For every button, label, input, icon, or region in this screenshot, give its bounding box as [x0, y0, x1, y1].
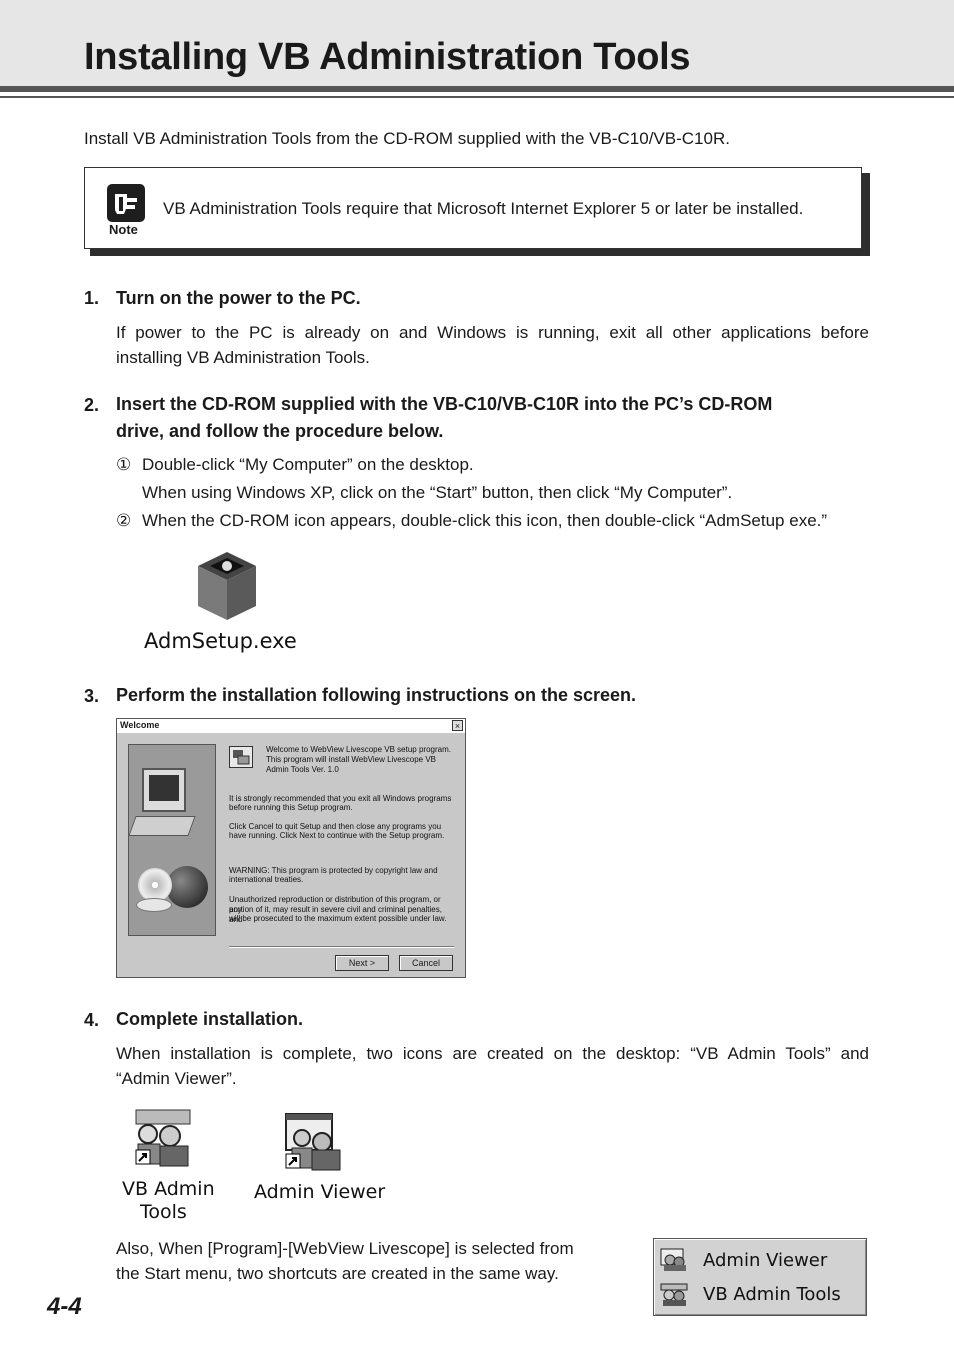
- step-4-body-line-2: “Admin Viewer”.: [116, 1069, 237, 1088]
- setup-program-icon: [229, 746, 253, 768]
- menu-item-admin-viewer[interactable]: Admin Viewer: [703, 1250, 828, 1271]
- menu-item-vb-admin-tools[interactable]: VB Admin Tools: [703, 1284, 841, 1305]
- page-number: 4-4: [47, 1293, 82, 1320]
- step-2-heading-line-1: Insert the CD-ROM supplied with the VB-C…: [116, 394, 773, 414]
- cd-disc-icon: [138, 868, 172, 902]
- step-4-number: 4.: [84, 1010, 100, 1030]
- start-menu-text-line-1: Also, When [Program]-[WebView Livescope]…: [116, 1239, 574, 1258]
- dialog-para-3-line-1: WARNING: This program is protected by co…: [229, 866, 438, 875]
- dialog-titlebar: [117, 719, 465, 733]
- step-2-heading-line-2: drive, and follow the procedure below.: [116, 421, 444, 441]
- dialog-para-1-line-1: It is strongly recommended that you exit…: [229, 794, 452, 803]
- step-4-heading: Complete installation.: [116, 1009, 304, 1029]
- dialog-para-4-line-3: will be prosecuted to the maximum extent…: [229, 914, 447, 923]
- vb-admin-tools-caption-line-1: VB Admin: [122, 1178, 215, 1200]
- note-label: Note: [109, 222, 138, 237]
- computer-base-icon: [128, 816, 196, 836]
- start-menu-text-line-2: the Start menu, two shortcuts are create…: [116, 1264, 559, 1283]
- substep-1-line-1: Double-click “My Computer” on the deskto…: [142, 455, 474, 474]
- next-button[interactable]: Next >: [335, 955, 389, 971]
- substep-2-marker: ②: [116, 511, 132, 530]
- monitor-screen: [149, 775, 179, 801]
- dialog-para-3-line-2: international treaties.: [229, 875, 304, 884]
- step-4-body-line-1: When installation is complete, two icons…: [116, 1044, 869, 1063]
- substep-2-line-1: When the CD-ROM icon appears, double-cli…: [142, 511, 828, 530]
- admin-viewer-icon: [284, 1112, 342, 1171]
- step-3-heading: Perform the installation following instr…: [116, 685, 637, 705]
- admin-viewer-caption: Admin Viewer: [254, 1181, 386, 1203]
- note-text: VB Administration Tools require that Mic…: [163, 199, 804, 218]
- intro-text: Install VB Administration Tools from the…: [84, 129, 730, 148]
- dialog-close-button[interactable]: ×: [452, 720, 463, 731]
- step-3-number: 3.: [84, 686, 100, 706]
- step-2-number: 2.: [84, 395, 100, 415]
- dialog-para-2-line-1: Click Cancel to quit Setup and then clos…: [229, 822, 442, 831]
- note-hand-icon: [107, 184, 145, 222]
- admsetup-cd-icon: [196, 548, 258, 624]
- dialog-para-4-line-2: portion of it, may result in severe civi…: [229, 905, 442, 924]
- substep-1-marker: ①: [116, 455, 132, 474]
- header-rule-thin: [0, 96, 954, 98]
- admsetup-caption: AdmSetup.exe: [144, 629, 297, 653]
- step-1-body-line-1: If power to the PC is already on and Win…: [116, 323, 869, 342]
- header-band: [0, 0, 954, 86]
- vb-admin-tools-menu-icon: [660, 1283, 688, 1307]
- vb-admin-tools-caption-line-2: Tools: [140, 1201, 187, 1223]
- substep-1-line-2: When using Windows XP, click on the “Sta…: [142, 483, 733, 502]
- dialog-para-1-line-2: before running this Setup program.: [229, 803, 353, 812]
- dialog-welcome-line-1: Welcome to WebView Livescope VB setup pr…: [266, 745, 451, 754]
- floppy-disc-icon: [136, 898, 172, 912]
- header-rule: [0, 86, 954, 92]
- dialog-para-4-line-1: Unauthorized reproduction or distributio…: [229, 895, 441, 914]
- step-1-body-line-2: installing VB Administration Tools.: [116, 348, 370, 367]
- globe-icon: [166, 866, 208, 908]
- step-1-number: 1.: [84, 288, 100, 308]
- dialog-welcome-line-3: Admin Tools Ver. 1.0: [266, 765, 339, 774]
- page-title: Installing VB Administration Tools: [84, 36, 691, 78]
- note-box: [84, 167, 862, 249]
- admin-viewer-menu-icon: [660, 1248, 688, 1272]
- vb-admin-tools-icon: [134, 1108, 192, 1167]
- dialog-title: Welcome: [120, 720, 160, 730]
- start-menu-shortcuts: [653, 1238, 867, 1316]
- dialog-welcome-line-2: This program will install WebView Livesc…: [266, 755, 436, 764]
- dialog-separator: [229, 946, 454, 948]
- step-1-heading: Turn on the power to the PC.: [116, 288, 361, 308]
- dialog-para-2-line-2: have running. Click Next to continue wit…: [229, 831, 445, 840]
- cancel-button[interactable]: Cancel: [399, 955, 453, 971]
